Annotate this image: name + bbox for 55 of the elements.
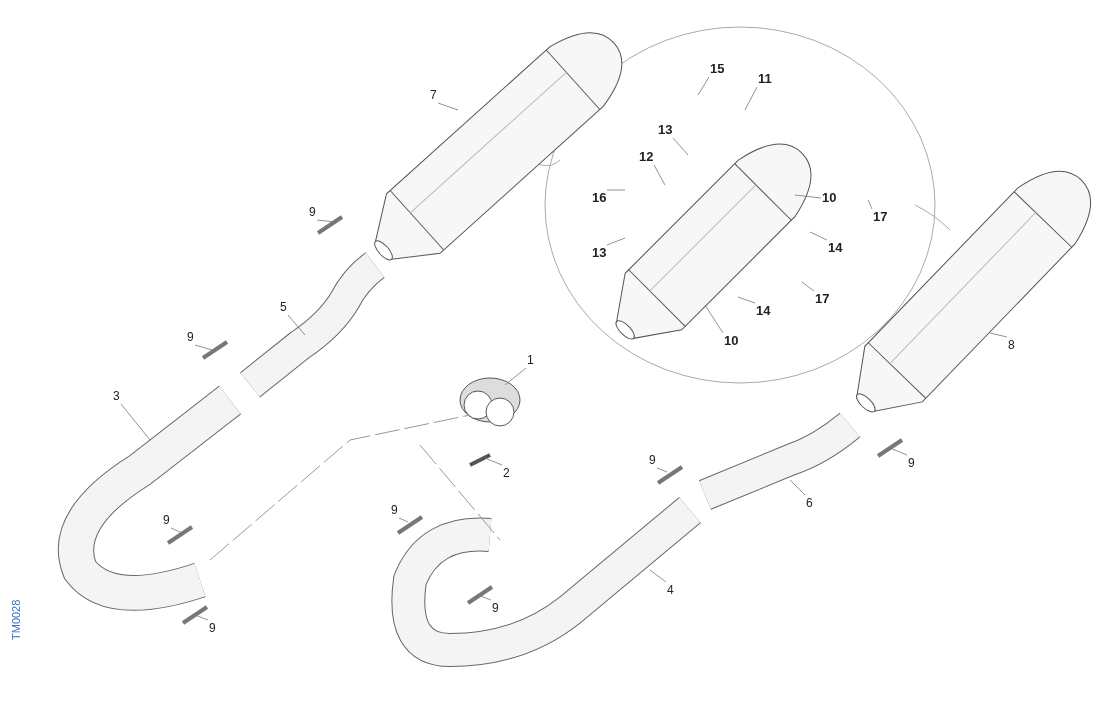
callout-number: 14 [828, 241, 843, 255]
leader-line [697, 76, 710, 96]
leader-line [170, 527, 183, 534]
callout-number: 9 [163, 513, 170, 527]
leader-line [437, 102, 459, 111]
callout-number: 13 [592, 246, 607, 260]
callout-number: 13 [658, 123, 673, 137]
callout-number: 9 [309, 205, 316, 219]
callout-number: 9 [391, 503, 398, 517]
callout-number: 9 [209, 621, 216, 635]
callout-number: 8 [1008, 338, 1015, 352]
leader-line [989, 332, 1008, 338]
leader-line [606, 189, 626, 191]
callout-number: 17 [815, 292, 830, 306]
callout-number: 5 [280, 300, 287, 314]
callout-number: 10 [822, 191, 837, 205]
leader-line [120, 403, 151, 441]
callout-number: 12 [639, 150, 654, 164]
leader-line [801, 281, 815, 292]
callout-number: 17 [873, 210, 888, 224]
leader-line [398, 517, 409, 523]
callout-number: 3 [113, 389, 120, 403]
leader-line [649, 569, 667, 583]
leader-line [606, 237, 626, 246]
leader-line [867, 199, 873, 210]
callout-number: 9 [492, 601, 499, 615]
drawing-code: TM0028 [10, 599, 22, 640]
callout-number: 6 [806, 496, 813, 510]
leader-line [194, 614, 209, 621]
callout-number: 16 [592, 191, 607, 205]
callout-number: 4 [667, 583, 674, 597]
leader-line [794, 194, 822, 199]
leader-line [889, 447, 908, 456]
leader-line [744, 86, 758, 111]
callout-number: 7 [430, 88, 437, 102]
leader-line [194, 344, 213, 351]
callout-number: 10 [724, 334, 739, 348]
leader-line [809, 231, 828, 241]
callout-number: 9 [908, 456, 915, 470]
leader-line [484, 457, 503, 466]
leader-line [672, 137, 689, 156]
callout-number: 9 [187, 330, 194, 344]
callout-number: 9 [649, 453, 656, 467]
callout-number: 11 [758, 72, 772, 86]
leader-line [704, 304, 724, 334]
callout-number: 1 [527, 353, 534, 367]
leader-line [287, 314, 306, 336]
callout-number: 15 [710, 62, 725, 76]
leader-line [653, 164, 666, 186]
callout-number: 14 [756, 304, 771, 318]
leader-line [656, 467, 668, 473]
leader-line [504, 367, 527, 386]
callout-number: 2 [503, 466, 510, 480]
leader-line [789, 479, 806, 496]
leader-line [737, 296, 756, 304]
